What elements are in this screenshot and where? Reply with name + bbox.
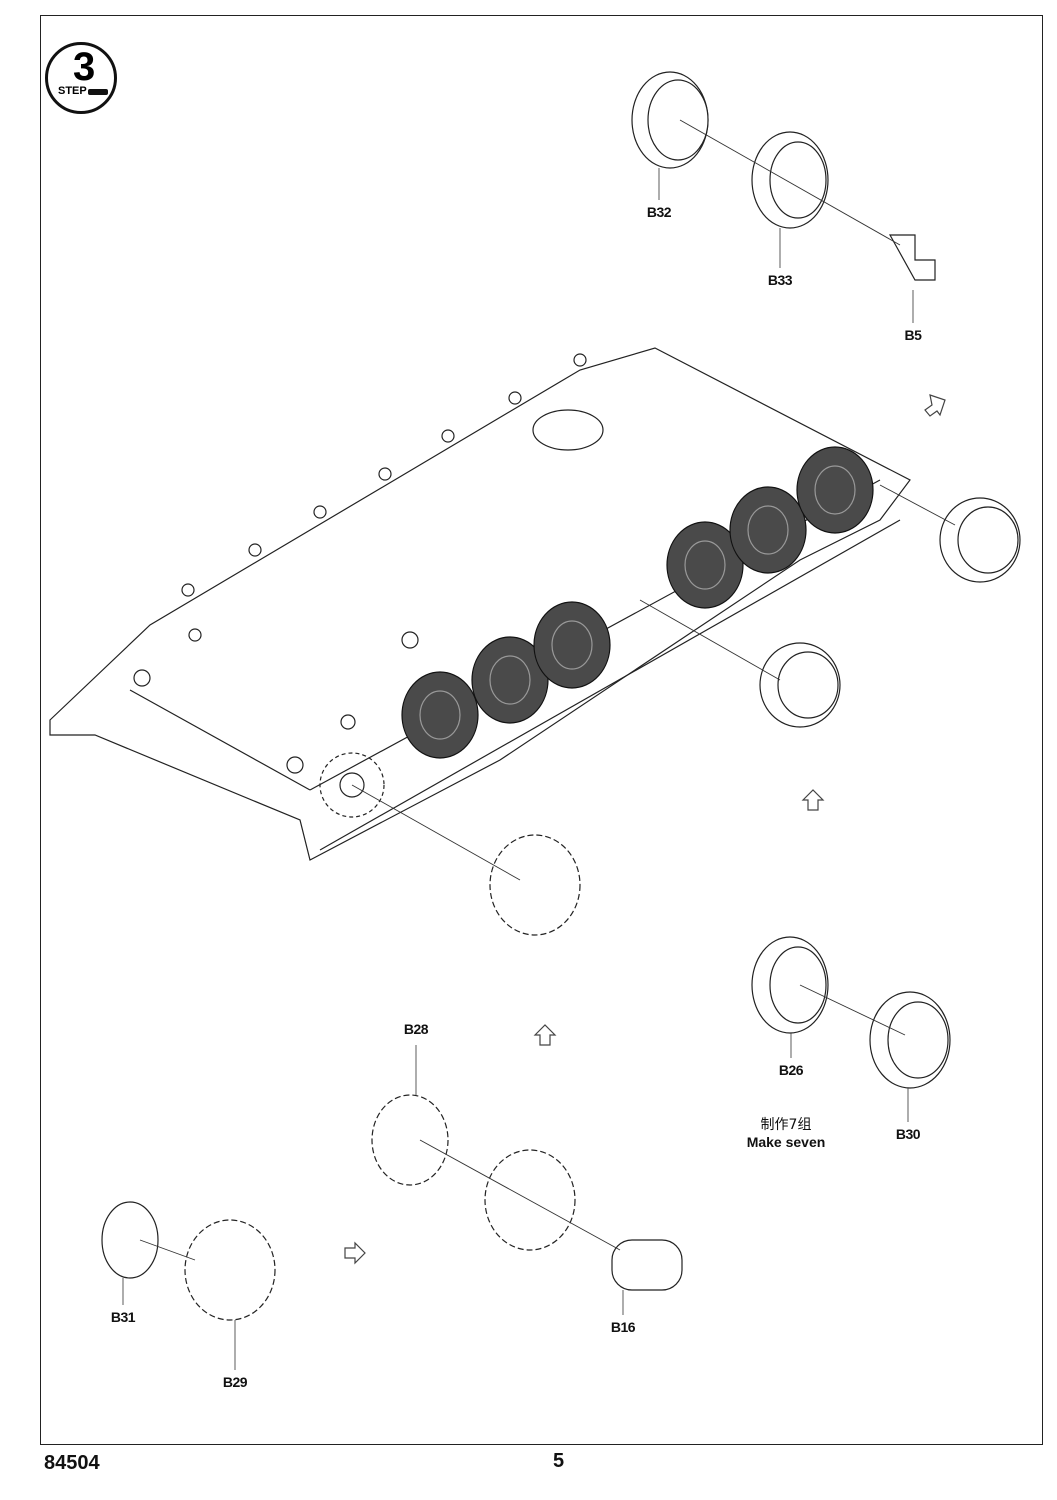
hull bbox=[49, 347, 911, 861]
road-wheels-mounted bbox=[401, 446, 874, 759]
part-label-b29: B29 bbox=[222, 1374, 248, 1390]
tank-icon bbox=[88, 89, 108, 95]
page-number: 5 bbox=[553, 1450, 565, 1472]
step-badge: 3 STEP bbox=[45, 42, 117, 114]
page-frame bbox=[40, 15, 1043, 1445]
sprocket-mount bbox=[319, 752, 385, 818]
arrow-diag-icon bbox=[924, 394, 946, 417]
part-label-b32: B32 bbox=[646, 204, 672, 220]
loose-wheels bbox=[101, 71, 1021, 1321]
part-label-b30: B30 bbox=[895, 1126, 921, 1142]
quantity-note-en: Make seven bbox=[746, 1134, 826, 1150]
step-word: STEP bbox=[58, 85, 87, 97]
part-label-b33: B33 bbox=[767, 272, 793, 288]
part-label-b16: B16 bbox=[610, 1319, 636, 1335]
arrow-up-icon bbox=[533, 1024, 557, 1046]
kit-number: 84504 bbox=[44, 1452, 100, 1474]
part-label-b28: B28 bbox=[403, 1021, 429, 1037]
part-label-b26: B26 bbox=[778, 1062, 804, 1078]
step-number: 3 bbox=[73, 45, 96, 89]
suspension-arms bbox=[181, 353, 587, 597]
part-label-b31: B31 bbox=[110, 1309, 136, 1325]
quantity-note: 制作7组 Make seven bbox=[747, 1114, 826, 1150]
assembly-lines bbox=[139, 119, 956, 1261]
quantity-note-zh: 制作7组 bbox=[760, 1117, 812, 1133]
arrow-right-icon bbox=[344, 1241, 366, 1265]
direction-arrows bbox=[344, 394, 946, 1265]
part-label-b5: B5 bbox=[904, 327, 922, 343]
arrow-up-icon bbox=[801, 789, 825, 811]
